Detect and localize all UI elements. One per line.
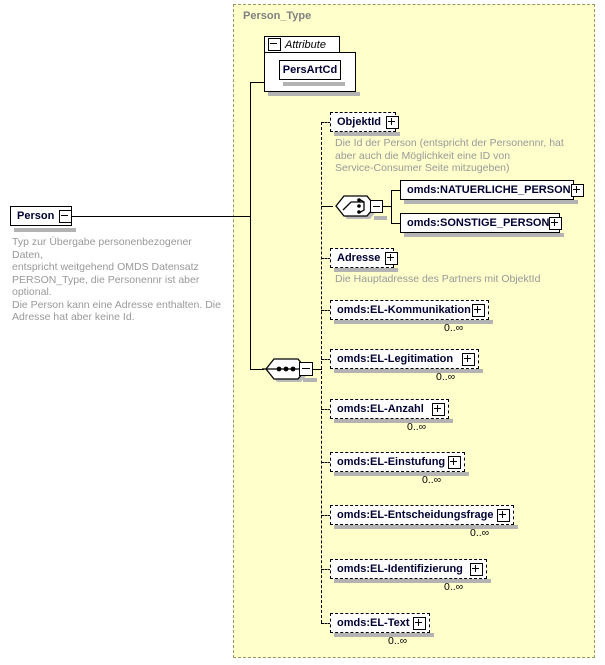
expand-icon[interactable] (413, 616, 426, 630)
connector-person-trunk (72, 216, 250, 218)
choice-collapse-icon[interactable] (370, 200, 383, 213)
element-el-legitimation[interactable]: omds:EL-Legitimation (330, 349, 479, 369)
element-sonstige-person[interactable]: omds:SONSTIGE_PERSON (400, 213, 563, 233)
element-objektid-label: ObjektId (337, 116, 382, 128)
connector-choice-out (382, 206, 391, 208)
element-adresse[interactable]: Adresse (330, 248, 399, 268)
element-el-entscheidungsfrage-label: omds:EL-Entscheidungsfrage (337, 509, 494, 521)
element-natuerliche-person[interactable]: omds:NATUERLICHE_PERSON (400, 180, 584, 200)
adresse-annotation: Die Hauptadresse des Partners mit Objekt… (335, 273, 541, 285)
expand-icon[interactable] (472, 303, 485, 317)
connector-adresse (321, 258, 331, 260)
el-einstufung-shadow (334, 472, 469, 476)
element-el-identifizierung-label: omds:EL-Identifizierung (337, 563, 463, 575)
type-container-title: Person_Type (243, 10, 312, 22)
objektid-shadow (334, 132, 400, 136)
connector-choice-branch-2 (391, 223, 400, 225)
expand-icon[interactable] (470, 562, 483, 576)
element-adresse-label: Adresse (337, 252, 381, 264)
attribute-persartcd-shadow (283, 82, 345, 86)
attribute-group-shadow (268, 92, 360, 96)
element-el-text[interactable]: omds:EL-Text (330, 613, 430, 633)
element-el-kommunikation[interactable]: omds:EL-Kommunikation (330, 300, 489, 320)
el-kommunikation-shadow (334, 320, 493, 324)
collapse-icon[interactable] (268, 38, 281, 51)
connector-el-anzahl (321, 409, 331, 411)
connector-el-legitimation (321, 359, 331, 361)
cardinality-el-text: 0..∞ (388, 635, 408, 647)
connector-choice-branch-1 (391, 190, 400, 192)
cardinality-el-legitimation: 0..∞ (436, 371, 456, 383)
objektid-annotation: Die Id der Person (entspricht der Person… (335, 137, 564, 174)
choice-toggle-shadow (374, 216, 387, 220)
connector-objektid (321, 122, 331, 124)
expand-icon[interactable] (549, 216, 563, 230)
expand-icon[interactable] (432, 402, 445, 416)
element-objektid[interactable]: ObjektId (330, 112, 400, 132)
connector-el-text (321, 623, 331, 625)
element-el-einstufung[interactable]: omds:EL-Einstufung (330, 452, 465, 472)
expand-icon[interactable] (462, 352, 475, 366)
attribute-persartcd-label: PersArtCd (282, 64, 338, 76)
element-natuerliche-person-label: omds:NATUERLICHE_PERSON (407, 184, 571, 196)
expand-icon[interactable] (386, 115, 400, 129)
expand-icon[interactable] (570, 183, 584, 197)
el-anzahl-shadow (334, 419, 453, 423)
element-person-label: Person (17, 210, 55, 222)
expand-icon[interactable] (385, 251, 399, 265)
element-sonstige-person-label: omds:SONSTIGE_PERSON (407, 217, 550, 229)
cardinality-el-entscheidungsfrage: 0..∞ (470, 527, 490, 539)
element-el-text-label: omds:EL-Text (337, 617, 410, 629)
adresse-shadow (334, 268, 398, 272)
element-el-einstufung-label: omds:EL-Einstufung (337, 456, 446, 468)
cardinality-el-identifizierung: 0..∞ (444, 581, 464, 593)
connector-el-einstufung (321, 462, 331, 464)
cardinality-el-kommunikation: 0..∞ (444, 322, 464, 334)
element-el-legitimation-label: omds:EL-Legitimation (337, 353, 454, 365)
attribute-group-tab[interactable]: Attribute (264, 36, 340, 53)
sequence-collapse-icon[interactable] (299, 362, 313, 376)
attribute-group-label: Attribute (285, 38, 326, 51)
person-annotation: Typ zur Übergabe personenbezogener Daten… (12, 236, 221, 323)
el-text-shadow (334, 633, 434, 637)
connector-sequence-to-children (312, 369, 322, 371)
cardinality-el-anzahl: 0..∞ (407, 421, 427, 433)
el-entscheidungsfrage-shadow (334, 525, 518, 529)
attribute-persartcd[interactable]: PersArtCd (279, 60, 341, 80)
type-container (233, 4, 595, 658)
connector-trunk-vertical (250, 82, 252, 369)
person-box-shadow (14, 228, 76, 232)
connector-trunk-to-attribute (250, 82, 266, 84)
element-el-anzahl[interactable]: omds:EL-Anzahl (330, 399, 449, 419)
collapse-icon[interactable] (59, 209, 73, 223)
connector-el-kommunikation (321, 310, 331, 312)
connector-trunk-to-choice (321, 206, 333, 208)
sequence-toggle-shadow (303, 378, 317, 382)
element-el-anzahl-label: omds:EL-Anzahl (337, 403, 424, 415)
connector-trunk-to-sequence (250, 369, 264, 371)
expand-icon[interactable] (448, 455, 461, 469)
cardinality-el-einstufung: 0..∞ (422, 474, 442, 486)
natuerliche-person-shadow (404, 200, 578, 204)
connector-el-identifizierung (321, 569, 331, 571)
el-legitimation-shadow (334, 369, 483, 373)
connector-choice-branch-vertical (391, 190, 393, 223)
connector-children-vertical (321, 122, 323, 623)
sonstige-person-shadow (404, 233, 564, 237)
element-el-entscheidungsfrage[interactable]: omds:EL-Entscheidungsfrage (330, 505, 514, 525)
element-person[interactable]: Person (10, 206, 73, 226)
connector-el-entscheidungsfrage (321, 515, 331, 517)
expand-icon[interactable] (497, 508, 510, 522)
element-el-identifizierung[interactable]: omds:EL-Identifizierung (330, 559, 487, 579)
element-el-kommunikation-label: omds:EL-Kommunikation (337, 304, 471, 316)
el-identifizierung-shadow (334, 579, 491, 583)
